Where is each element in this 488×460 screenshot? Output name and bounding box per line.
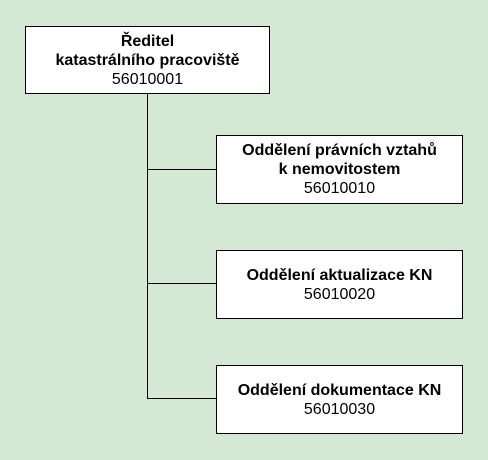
- root-title-line2: katastrálního pracoviště: [55, 51, 240, 69]
- child-3-code: 56010030: [303, 400, 376, 418]
- root-node: Ředitel katastrálního pracoviště 5601000…: [25, 26, 270, 94]
- child-1-code: 56010010: [303, 180, 376, 197]
- child-node-1: Oddělení právních vztahů k nemovitostem …: [216, 135, 463, 204]
- child-1-title-line2: k nemovitostem: [278, 161, 401, 178]
- child-2-code: 56010020: [303, 285, 376, 303]
- branch-line-3: [147, 398, 217, 399]
- root-code: 56010001: [111, 70, 184, 88]
- child-1-title-line1: Oddělení právních vztahů: [242, 142, 437, 159]
- branch-line-1: [147, 169, 217, 170]
- branch-line-2: [147, 283, 217, 284]
- trunk-line: [147, 93, 148, 399]
- root-title-line1: Ředitel: [120, 32, 175, 50]
- child-2-title: Oddělení aktualizace KN: [246, 266, 433, 284]
- child-node-3: Oddělení dokumentace KN 56010030: [216, 365, 463, 434]
- child-node-2: Oddělení aktualizace KN 56010020: [216, 250, 463, 319]
- child-3-title: Oddělení dokumentace KN: [237, 381, 442, 399]
